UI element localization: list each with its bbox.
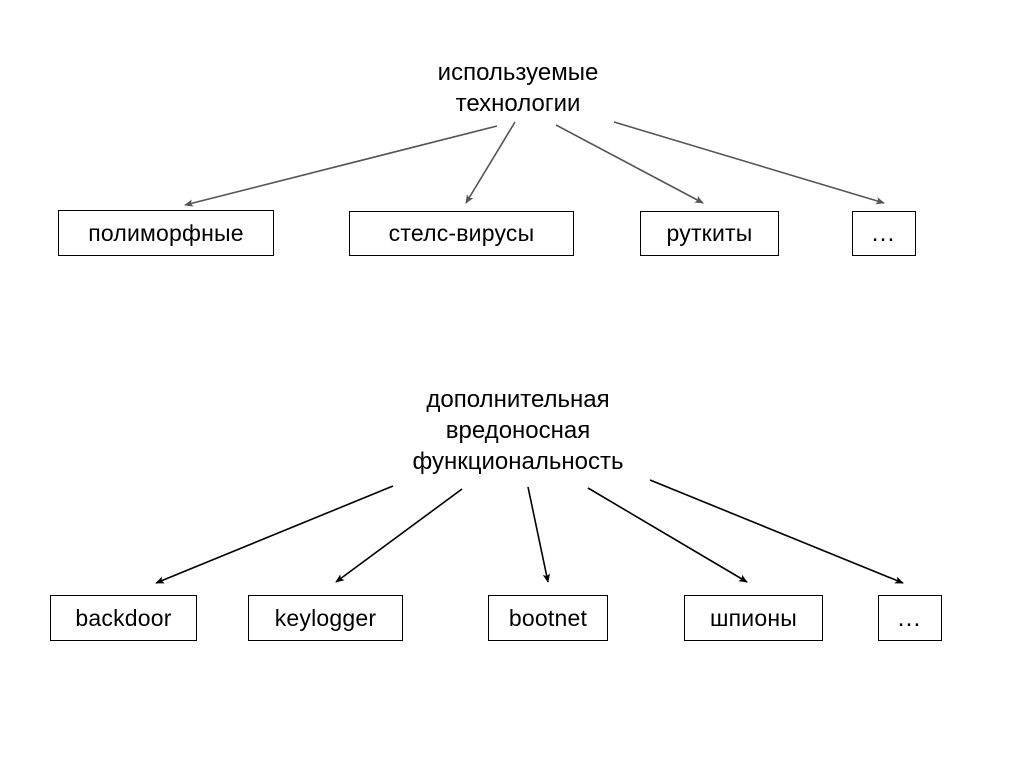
node-label: keylogger — [274, 604, 377, 631]
node-box-полиморфные[interactable]: полиморфные — [58, 210, 274, 256]
arrow-malicious-functionality-4 — [649, 479, 904, 584]
node-box-backdoor[interactable]: backdoor — [50, 595, 197, 641]
node-box-keylogger[interactable]: keylogger — [248, 595, 403, 641]
arrow-technologies-2 — [555, 124, 704, 204]
node-box-bootnet[interactable]: bootnet — [488, 595, 608, 641]
arrow-malicious-functionality-2 — [527, 486, 550, 583]
node-box-стелс-вирусы[interactable]: стелс-вирусы — [349, 211, 574, 256]
arrow-malicious-functionality-3 — [587, 487, 748, 583]
node-label: … — [896, 603, 924, 632]
group-title-technologies: используемые технологии — [437, 59, 599, 117]
node-label: полиморфные — [88, 219, 244, 246]
node-label: стелс-вирусы — [388, 220, 535, 246]
arrow-malicious-functionality-0 — [155, 485, 394, 584]
node-box-ellipsis-1[interactable]: … — [878, 595, 942, 641]
node-label: bootnet — [508, 604, 588, 631]
node-box-шпионы[interactable]: шпионы — [684, 595, 823, 641]
arrow-technologies-3 — [613, 121, 885, 205]
group-title-malicious-functionality: дополнительная вредоносная функционально… — [412, 386, 624, 475]
node-label: … — [870, 219, 898, 247]
node-box-ellipsis-0[interactable]: … — [852, 211, 916, 256]
arrow-malicious-functionality-1 — [335, 488, 463, 583]
arrow-technologies-0 — [184, 125, 498, 207]
node-label: руткиты — [666, 220, 753, 246]
node-box-руткиты[interactable]: руткиты — [640, 211, 779, 256]
node-label: шпионы — [710, 604, 797, 631]
arrow-technologies-1 — [465, 121, 516, 204]
node-label: backdoor — [75, 604, 172, 631]
